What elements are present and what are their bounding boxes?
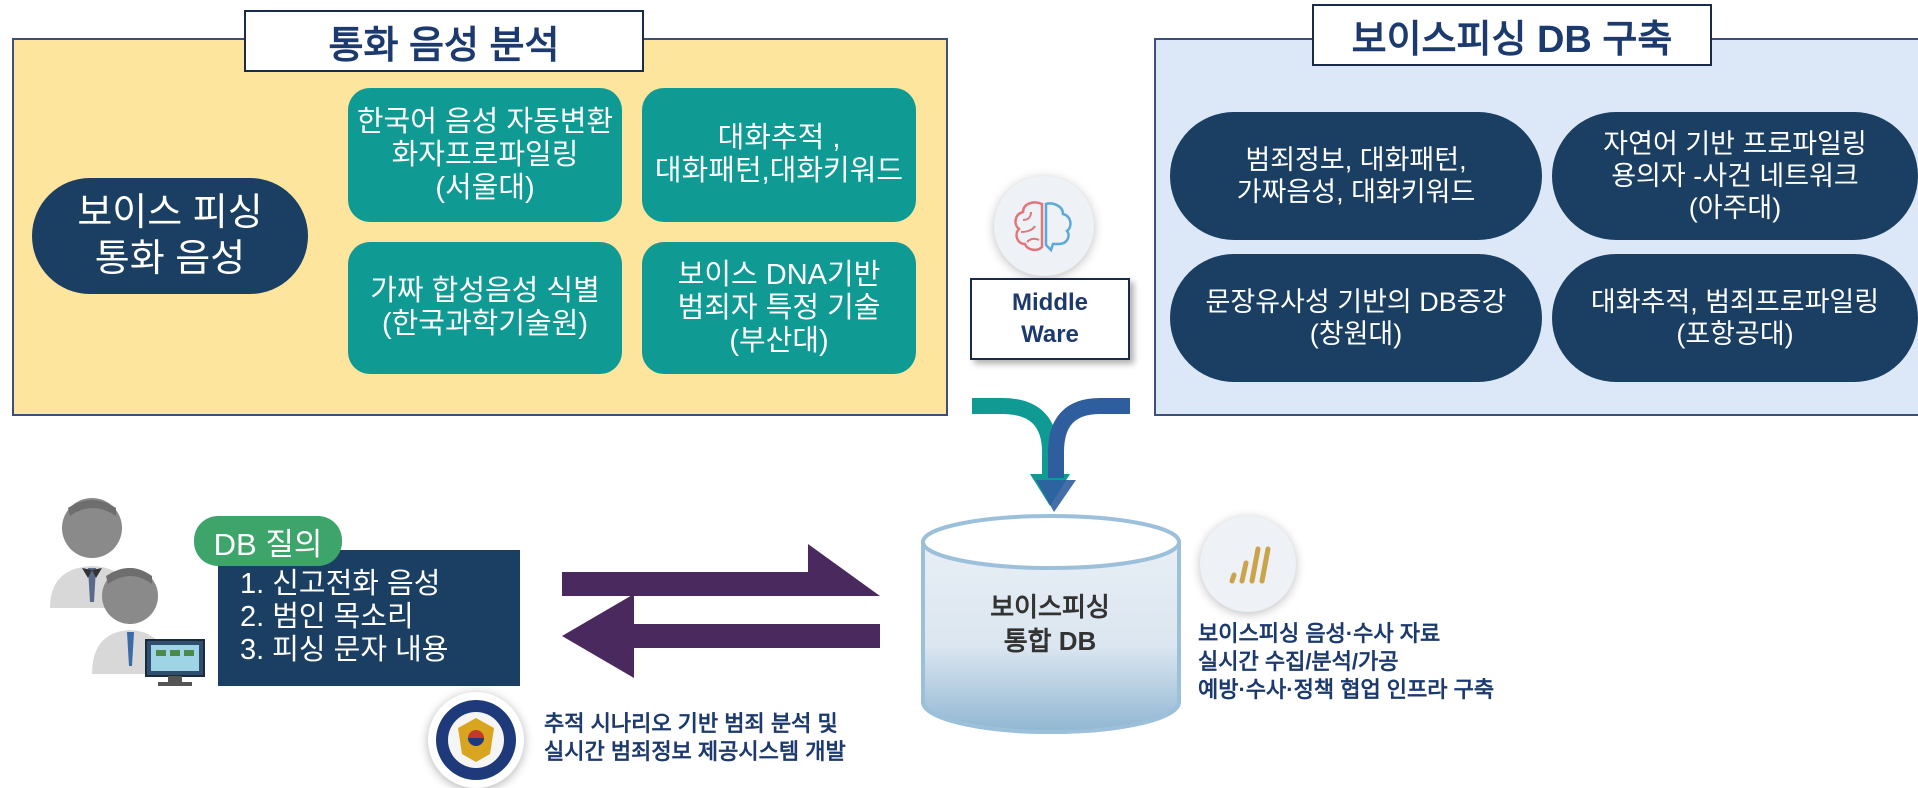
analysis-box-fake-voice: 가짜 합성음성 식별 (한국과학기술원) — [348, 242, 622, 374]
police-description: 추적 시나리오 기반 범죄 분석 및 실시간 범죄정보 제공시스템 개발 — [544, 710, 846, 766]
db-pill-crime-info: 범죄정보, 대화패턴, 가짜음성, 대화키워드 — [1170, 112, 1542, 240]
box-line: 대화추적 , — [717, 122, 841, 154]
db-description-line: 보이스피싱 음성·수사 자료 — [1198, 621, 1441, 646]
pill-line: 통화 음성 — [94, 238, 246, 280]
db-description-line: 실시간 수집/분석/가공 — [1198, 649, 1399, 674]
box-line: (한국과학기술원) — [381, 308, 589, 340]
query-item: 1. 신고전화 음성 — [240, 568, 441, 600]
brain-icon — [994, 176, 1094, 276]
pill-line: 대화추적, 범죄프로파일링 — [1590, 287, 1880, 317]
box-line: (서울대) — [435, 171, 535, 204]
police-description-line: 추적 시나리오 기반 범죄 분석 및 — [544, 711, 838, 736]
voice-analysis-title: 통화 음성 분석 — [244, 10, 644, 72]
analysis-box-asr: 한국어 음성 자동변환 화자프로파일링 (서울대) — [348, 88, 622, 222]
merge-arrows — [972, 398, 1130, 512]
box-line: 화자프로파일링 — [391, 138, 579, 171]
police-university-seal-icon — [428, 692, 524, 788]
pill-line: 가짜음성, 대화키워드 — [1236, 177, 1476, 207]
pill-line: 보이스 피싱 — [77, 192, 263, 234]
db-pill-augmentation: 문장유사성 기반의 DB증강 (창원대) — [1170, 254, 1542, 382]
users-icon — [50, 498, 205, 686]
db-label-line: 통합 DB — [1003, 626, 1097, 656]
db-build-title: 보이스피싱 DB 구축 — [1312, 4, 1712, 66]
pill-line: 문장유사성 기반의 DB증강 — [1205, 287, 1507, 317]
signal-icon — [1200, 516, 1296, 612]
voice-phishing-call-pill: 보이스 피싱 통화 음성 — [32, 178, 308, 294]
db-label: 보이스피싱 통합 DB — [930, 590, 1170, 658]
box-line: 대화패턴,대화키워드 — [654, 155, 904, 187]
db-description-line: 예방·수사·정책 협업 인프라 구축 — [1198, 677, 1495, 702]
pill-line: (창원대) — [1309, 319, 1403, 349]
box-line: 보이스 DNA기반 — [677, 258, 881, 291]
middleware-line: Ware — [1021, 321, 1079, 348]
pill-line: 자연어 기반 프로파일링 — [1603, 129, 1867, 159]
middleware-line: Middle — [1012, 289, 1088, 316]
pill-line: (포항공대) — [1676, 319, 1794, 349]
analysis-box-voice-dna: 보이스 DNA기반 범죄자 특정 기술 (부산대) — [642, 242, 916, 374]
query-item: 3. 피싱 문자 내용 — [240, 634, 449, 666]
db-label-line: 보이스피싱 — [990, 592, 1110, 622]
query-list-box: 1. 신고전화 음성 2. 범인 목소리 3. 피싱 문자 내용 — [218, 550, 520, 686]
pill-line: 범죄정보, 대화패턴, — [1245, 145, 1467, 175]
query-item: 2. 범인 목소리 — [240, 601, 414, 633]
integrated-db-cylinder — [921, 514, 1181, 734]
box-line: (부산대) — [729, 324, 829, 357]
db-pill-nlp-profiling: 자연어 기반 프로파일링 용의자 -사건 네트워크 (아주대) — [1552, 112, 1918, 240]
db-query-label: DB 질의 — [194, 516, 342, 566]
db-description: 보이스피싱 음성·수사 자료 실시간 수집/분석/가공 예방·수사·정책 협업 … — [1198, 620, 1494, 704]
analysis-box-dialogue: 대화추적 , 대화패턴,대화키워드 — [642, 88, 916, 222]
police-description-line: 실시간 범죄정보 제공시스템 개발 — [544, 739, 846, 764]
pill-line: (아주대) — [1688, 193, 1782, 223]
box-line: 가짜 합성음성 식별 — [370, 275, 600, 307]
pill-line: 용의자 -사건 네트워크 — [1611, 161, 1859, 191]
db-pill-crime-profiling: 대화추적, 범죄프로파일링 (포항공대) — [1552, 254, 1918, 382]
middleware-box: Middle Ware — [970, 278, 1130, 360]
box-line: 한국어 음성 자동변환 — [356, 105, 614, 138]
exchange-arrows — [562, 544, 880, 678]
box-line: 범죄자 특정 기술 — [677, 291, 881, 324]
